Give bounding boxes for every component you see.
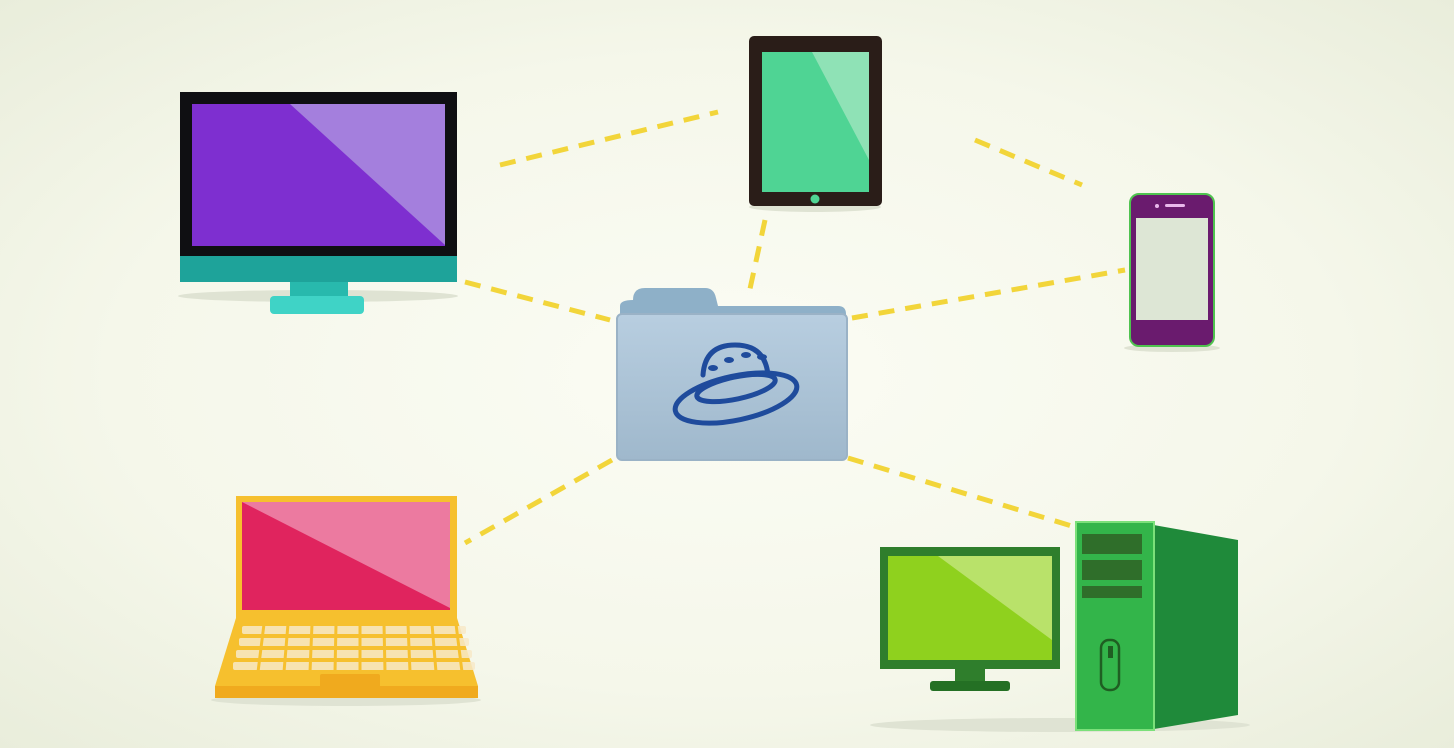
link-tablet-phone — [974, 137, 1083, 188]
link-hub-tablet — [745, 219, 768, 299]
laptop-icon — [211, 496, 481, 706]
smartphone-icon — [1124, 193, 1220, 352]
link-imac-tablet — [499, 109, 719, 168]
link-hub-laptop — [463, 457, 614, 546]
folder-with-ufo-icon — [616, 288, 848, 461]
ufo-logo-icon — [672, 342, 800, 426]
link-hub-imac — [464, 279, 611, 323]
pc-tower — [1075, 521, 1238, 731]
tablet-icon — [749, 36, 882, 212]
link-hub-phone — [851, 267, 1126, 321]
connection-links — [463, 109, 1126, 546]
link-hub-desktop — [847, 455, 1076, 530]
ufo-windows — [708, 352, 767, 371]
desktop-monitor-screen — [880, 547, 1060, 691]
laptop-keyboard — [233, 626, 475, 670]
desktop-monitor-icon — [178, 92, 458, 314]
desktop-tower-pc-icon — [870, 521, 1250, 732]
